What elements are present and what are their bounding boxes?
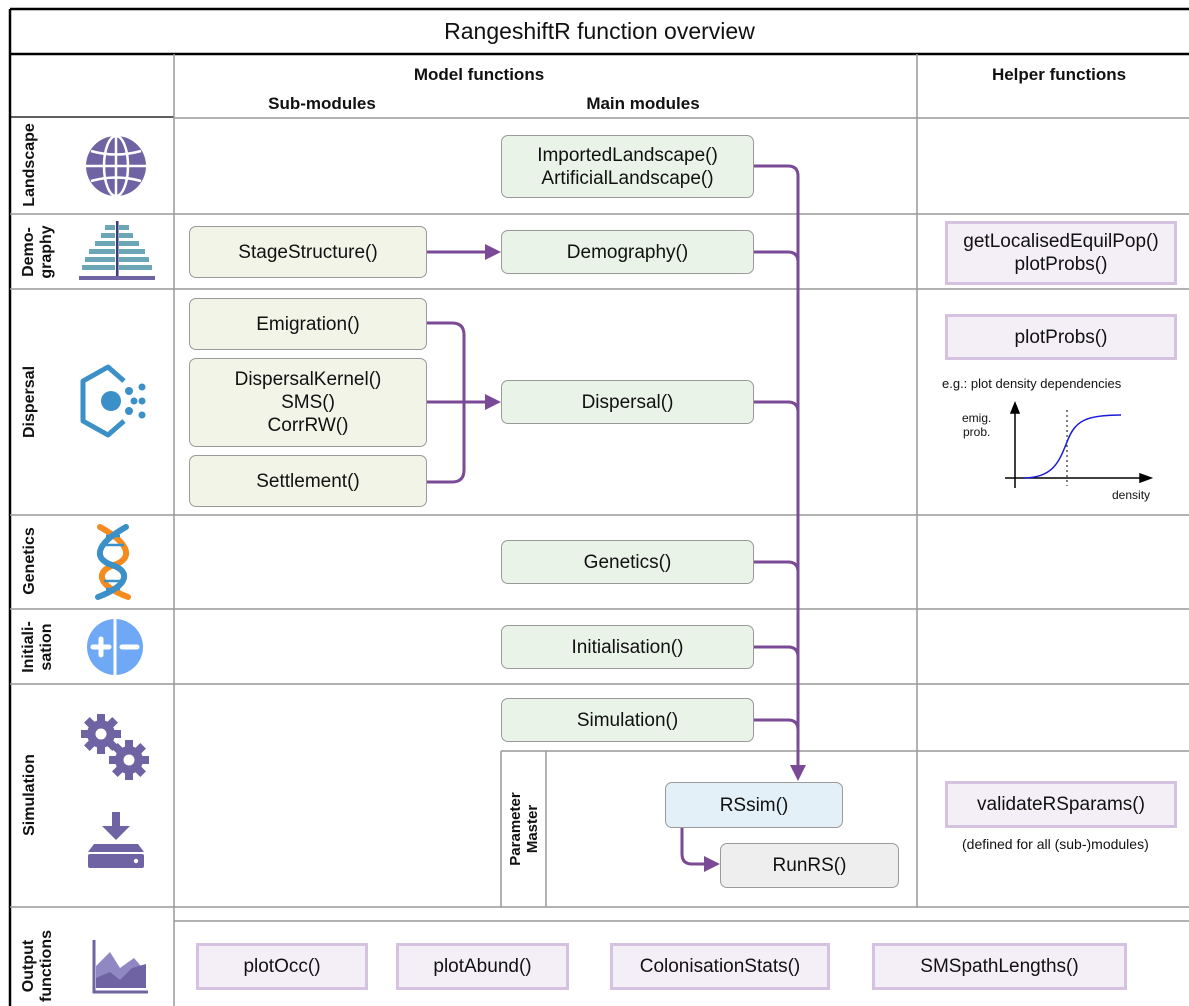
dispersal-kernel-label: DispersalKernel() <box>234 369 382 390</box>
y-axis-line2: prob. <box>962 425 991 439</box>
validate-rs-params-label: validateRSparams() <box>977 794 1145 815</box>
dna-icon <box>95 524 131 600</box>
y-axis-line1: emig. <box>962 411 992 425</box>
header-helper-functions: Helper functions <box>991 65 1127 84</box>
output-sms-path-lengths-box: SMSpathLengths() <box>872 943 1127 990</box>
runrs-label: RunRS() <box>772 855 847 876</box>
plot-probs-label-1: plotProbs() <box>1014 254 1108 275</box>
dispersal-hexagon-icon <box>80 364 146 438</box>
download-tray-icon <box>88 812 144 868</box>
simulation-label: Simulation() <box>576 709 679 731</box>
parameter-master-line1: Parameter <box>507 792 524 866</box>
plus-minus-icon <box>87 619 143 675</box>
validate-helper-box: validateRSparams() <box>945 781 1177 828</box>
imported-landscape-label: ImportedLandscape() <box>537 144 718 166</box>
dispersal-box: Dispersal() <box>501 380 754 424</box>
header-main-modules: Main modules <box>586 94 700 113</box>
diagram-title: RangeshiftR function overview <box>444 18 755 44</box>
genetics-box: Genetics() <box>501 540 754 584</box>
plot-probs-label-2: plotProbs() <box>1014 326 1108 348</box>
stage-structure-label: StageStructure() <box>238 241 378 263</box>
output-plot-occ-box: plotOcc() <box>196 943 368 990</box>
demography-label: Demography() <box>566 241 689 263</box>
artificial-landscape-label: ArtificialLandscape() <box>541 167 714 189</box>
corrrw-label: CorrRW() <box>267 415 349 436</box>
dispersal-label: Dispersal() <box>581 391 674 413</box>
rssim-box: RSsim() <box>665 782 843 828</box>
landscape-box: ImportedLandscape() ArtificialLandscape(… <box>501 135 754 198</box>
header-sub-modules: Sub-modules <box>268 94 376 113</box>
output-plot-abund-box: plotAbund() <box>396 943 569 990</box>
area-chart-icon <box>92 940 148 994</box>
parameter-master-label: Parameter Master <box>507 792 541 865</box>
globe-icon <box>86 134 146 198</box>
simulation-box: Simulation() <box>501 698 754 742</box>
population-pyramid-icon <box>79 221 155 280</box>
x-axis-label: density <box>1112 488 1151 502</box>
emigration-box: Emigration() <box>189 298 427 350</box>
header-model-functions: Model functions <box>413 65 545 84</box>
initialisation-box: Initialisation() <box>501 625 754 669</box>
output-plot-occ-label: plotOcc() <box>243 956 321 977</box>
get-localised-equil-pop-label: getLocalisedEquilPop() <box>963 231 1159 252</box>
density-dependency-sketch <box>1005 400 1154 488</box>
example-caption: e.g.: plot density dependencies <box>942 376 1122 391</box>
settlement-box: Settlement() <box>189 455 427 507</box>
initialisation-label: Initialisation() <box>571 636 684 658</box>
stage-structure-box: StageStructure() <box>189 226 427 278</box>
runrs-box: RunRS() <box>720 843 899 888</box>
parameter-master-line2: Master <box>524 804 541 854</box>
emigration-label: Emigration() <box>256 313 360 335</box>
gears-icon <box>81 714 149 780</box>
output-sms-path-lengths-label: SMSpathLengths() <box>920 956 1079 977</box>
equil-pop-helper-box: getLocalisedEquilPop() plotProbs() <box>945 221 1177 285</box>
output-colonisation-stats-label: ColonisationStats() <box>639 956 801 977</box>
sms-label: SMS() <box>281 392 335 413</box>
validate-note: (defined for all (sub-)modules) <box>962 836 1149 852</box>
dispersal-kernel-box: DispersalKernel() SMS() CorrRW() <box>189 358 427 447</box>
output-plot-abund-label: plotAbund() <box>433 956 532 977</box>
y-axis-label: emig. prob. <box>962 411 991 439</box>
demography-box: Demography() <box>501 230 754 274</box>
genetics-label: Genetics() <box>583 551 672 573</box>
output-colonisation-stats-box: ColonisationStats() <box>610 943 830 990</box>
settlement-label: Settlement() <box>256 470 360 492</box>
rssim-label: RSsim() <box>719 794 789 816</box>
plot-probs-helper-box: plotProbs() <box>945 314 1177 360</box>
